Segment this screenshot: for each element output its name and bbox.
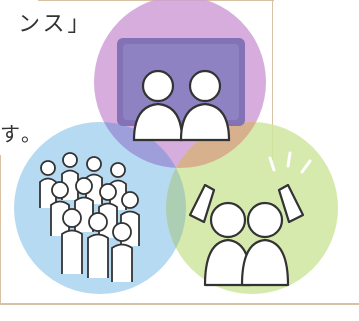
crowd-icon: [39, 152, 140, 282]
two-people-in-elevator-icon: [117, 38, 245, 142]
frame-bottom: [0, 303, 359, 305]
heading-fragment: ンス」: [18, 12, 93, 37]
two-people-cheering-icon: [188, 151, 312, 287]
frame-right: [272, 0, 273, 160]
body-fragment: す。: [0, 122, 44, 146]
frame-left: [0, 155, 1, 305]
